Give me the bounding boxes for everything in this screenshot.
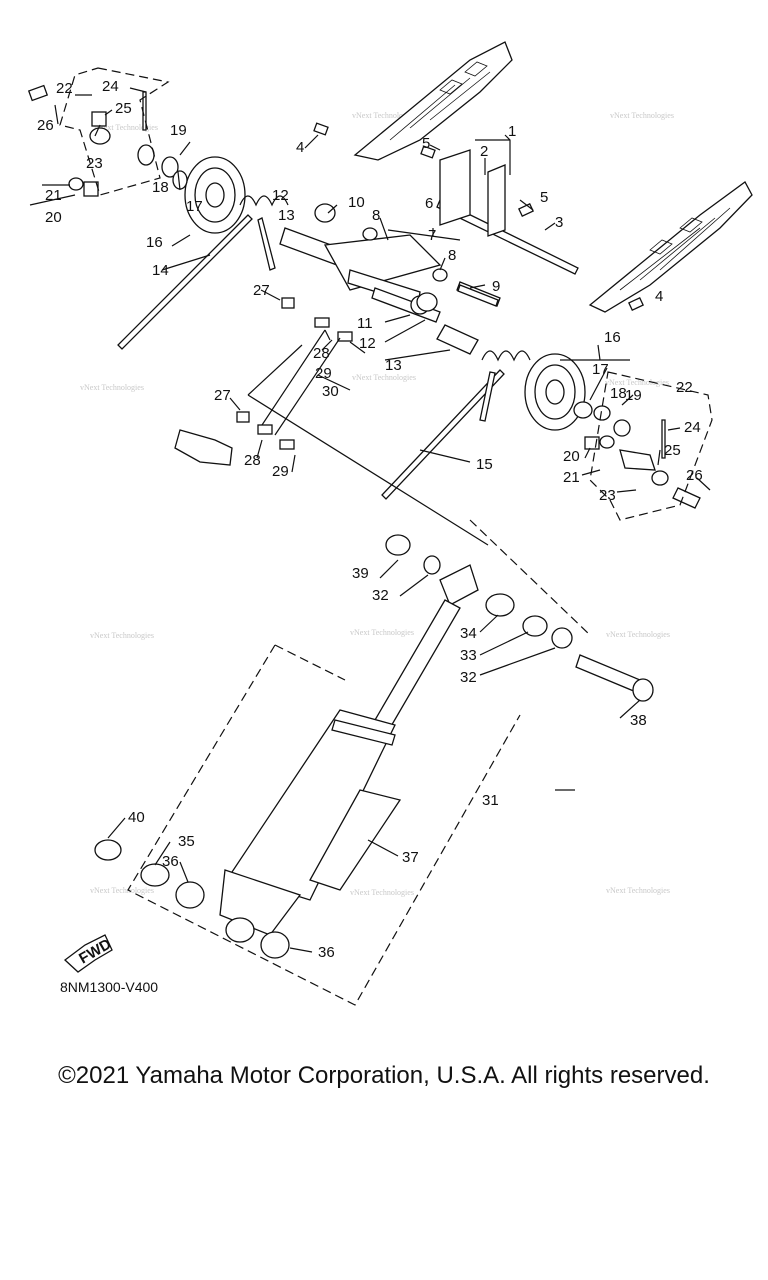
part-label: 19 <box>170 122 187 139</box>
idler-wheel-right <box>524 353 586 431</box>
torsion-spring-left <box>117 195 289 350</box>
part-label: 6 <box>425 195 433 212</box>
part-label: 39 <box>352 565 369 582</box>
copyright-notice: ©2021 Yamaha Motor Corporation, U.S.A. A… <box>58 1062 710 1089</box>
watermark: vNext Technologies <box>352 111 416 120</box>
part-label: 1 <box>508 123 516 140</box>
cross-shaft <box>436 149 579 275</box>
part-label: 22 <box>676 379 693 396</box>
part-label: 20 <box>45 209 62 226</box>
watermarks: vNext Technologies vNext Technologies vN… <box>80 111 674 897</box>
part-label: 32 <box>460 669 477 686</box>
part-label: 21 <box>563 469 580 486</box>
part-label: 36 <box>318 944 335 961</box>
watermark: vNext Technologies <box>610 111 674 120</box>
watermark: vNext Technologies <box>350 888 414 897</box>
part-label: 7 <box>428 227 436 244</box>
shock-absorber <box>94 534 654 959</box>
part-labels-positioned: 1234455678891011121213131415161617171818… <box>37 78 703 961</box>
watermark: vNext Technologies <box>350 628 414 637</box>
part-label: 8 <box>448 247 456 264</box>
part-label: 24 <box>684 419 701 436</box>
watermark: vNext Technologies <box>90 631 154 640</box>
part-label: 28 <box>313 345 330 362</box>
part-label: 24 <box>102 78 119 95</box>
watermark: vNext Technologies <box>80 383 144 392</box>
part-label: 18 <box>610 385 627 402</box>
part-label: 3 <box>555 214 563 231</box>
part-label: 5 <box>422 135 430 152</box>
leader-lines <box>29 87 711 953</box>
part-label: 22 <box>56 80 73 97</box>
part-label: 21 <box>45 187 62 204</box>
parts-diagram: vNext Technologies vNext Technologies vN… <box>27 41 753 1006</box>
part-label: 36 <box>162 853 179 870</box>
watermark: vNext Technologies <box>606 886 670 895</box>
part-label: 30 <box>322 383 339 400</box>
drawing-code: 8NM1300-V400 <box>60 979 158 995</box>
part-label: 13 <box>385 357 402 374</box>
hardware <box>27 84 701 509</box>
part-label: 23 <box>599 487 616 504</box>
part-label: 14 <box>152 262 169 279</box>
part-label: 31 <box>482 792 499 809</box>
part-label: 27 <box>253 282 270 299</box>
part-label: 35 <box>178 833 195 850</box>
watermark: vNext Technologies <box>605 378 669 387</box>
part-label: 8 <box>372 207 380 224</box>
part-label: 4 <box>296 139 304 156</box>
part-label: 26 <box>37 117 54 134</box>
part-label: 10 <box>348 194 365 211</box>
part-label: 20 <box>563 448 580 465</box>
shock-rods <box>174 329 341 466</box>
part-label: 16 <box>604 329 621 346</box>
part-label: 19 <box>625 387 642 404</box>
part-label: 15 <box>476 456 493 473</box>
watermark: vNext Technologies <box>94 123 158 132</box>
part-label: 16 <box>146 234 163 251</box>
group-boxes <box>59 67 713 1006</box>
part-label: 17 <box>592 361 609 378</box>
part-label: 13 <box>278 207 295 224</box>
part-label: 29 <box>272 463 289 480</box>
rail-frame-left <box>353 41 513 161</box>
part-label: 26 <box>686 467 703 484</box>
part-label: 34 <box>460 625 477 642</box>
part-label: 25 <box>115 100 132 117</box>
watermark: vNext Technologies <box>606 630 670 639</box>
part-label: 29 <box>315 365 332 382</box>
part-label: 2 <box>480 143 488 160</box>
idler-wheel-left <box>184 156 246 234</box>
part-label: 5 <box>540 189 548 206</box>
part-label: 28 <box>244 452 261 469</box>
part-label: 18 <box>152 179 169 196</box>
upper-arm <box>279 227 501 323</box>
part-label: 11 <box>357 315 373 332</box>
part-label: 32 <box>372 587 389 604</box>
part-label: 40 <box>128 809 145 826</box>
part-label: 9 <box>492 278 500 295</box>
watermark: vNext Technologies <box>90 886 154 895</box>
part-label: 12 <box>359 335 376 352</box>
part-label: 23 <box>86 155 103 172</box>
part-label: 17 <box>186 198 203 215</box>
part-label: 33 <box>460 647 477 664</box>
part-label: 38 <box>630 712 647 729</box>
torsion-spring-right <box>381 350 531 500</box>
part-label: 25 <box>664 442 681 459</box>
part-label: 27 <box>214 387 231 404</box>
fwd-arrow-icon: FWD <box>63 934 114 973</box>
part-label: 37 <box>402 849 419 866</box>
rail-frame-right <box>588 181 753 313</box>
part-label: 4 <box>655 288 663 305</box>
part-label: 12 <box>272 187 289 204</box>
watermark: vNext Technologies <box>352 373 416 382</box>
